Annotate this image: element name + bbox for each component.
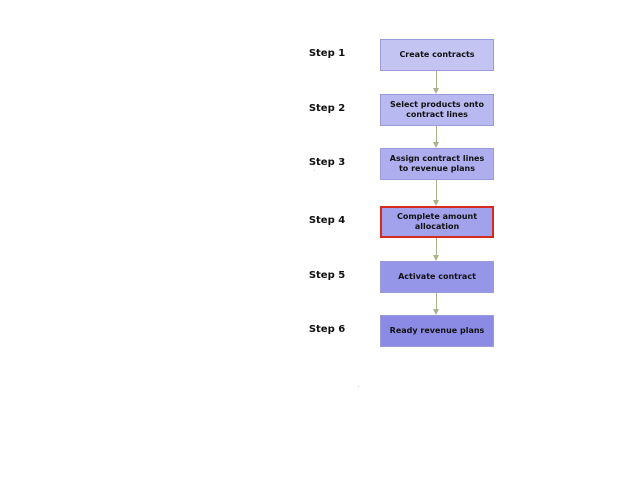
step-box-1: Create contracts <box>380 39 494 71</box>
step-box-text: Assign contract lines to revenue plans <box>389 154 485 173</box>
step-box-4: Complete amount allocation <box>380 206 494 238</box>
connector-line <box>436 126 437 142</box>
step-box-text: Create contracts <box>399 50 475 60</box>
step-box-text: Select products onto contract lines <box>390 100 484 119</box>
connector-line <box>436 180 437 200</box>
stray-dot <box>314 170 315 171</box>
arrow-down-icon <box>433 88 439 94</box>
arrow-down-icon <box>433 200 439 206</box>
step-label-1: Step 1 <box>308 48 346 59</box>
step-label-3: Step 3 <box>308 157 346 168</box>
step-box-3: Assign contract lines to revenue plans <box>380 148 494 180</box>
step-box-2: Select products onto contract lines <box>380 94 494 126</box>
step-box-text: Activate contract <box>398 272 476 282</box>
step-label-4: Step 4 <box>308 215 346 226</box>
stray-dot <box>358 386 359 387</box>
step-label-5: Step 5 <box>308 270 346 281</box>
connector-line <box>436 238 437 255</box>
connector-line <box>436 71 437 88</box>
connector-line <box>436 293 437 309</box>
step-box-text: Ready revenue plans <box>389 326 485 336</box>
arrow-down-icon <box>433 142 439 148</box>
step-label-2: Step 2 <box>308 103 346 114</box>
arrow-down-icon <box>433 255 439 261</box>
step-label-6: Step 6 <box>308 324 346 335</box>
step-box-text: Complete amount allocation <box>396 212 478 231</box>
arrow-down-icon <box>433 309 439 315</box>
step-box-5: Activate contract <box>380 261 494 293</box>
step-box-6: Ready revenue plans <box>380 315 494 347</box>
